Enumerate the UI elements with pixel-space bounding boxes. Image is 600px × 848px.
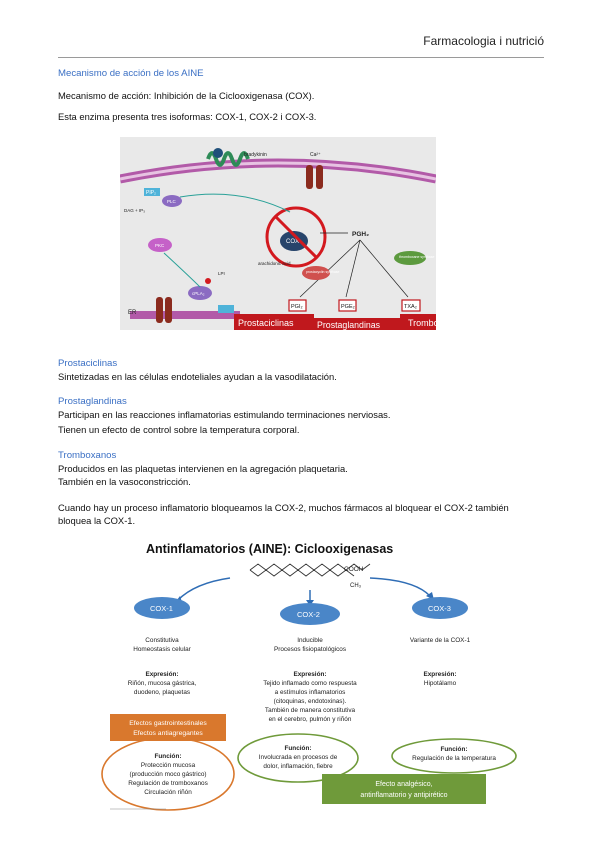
- section-heading: Mecanismo de acción de los AINE: [58, 68, 204, 79]
- cox2-expr-2: a estímulos inflamatorios: [275, 689, 346, 696]
- cpla2-label: cPLA₂: [192, 291, 205, 296]
- cox1-effects-2: Efectos antiagregantes: [133, 730, 203, 737]
- banner-tromboxanos: [400, 314, 436, 330]
- er-label: ER: [128, 310, 137, 316]
- cox1-label: COX-1: [150, 604, 173, 613]
- closing-line-2: bloquea la COX-1.: [58, 515, 136, 526]
- cox1-expr-1: Riñón, mucosa gástrica,: [128, 680, 197, 687]
- cox-inhibition-mark: [265, 206, 327, 268]
- tromboxanos-line-1: Producidos en las plaquetas intervienen …: [58, 463, 348, 474]
- ch3-label: CH₃: [350, 583, 362, 589]
- banner-prostaglandinas: [314, 318, 406, 330]
- pip2-label: PIP₂: [146, 190, 156, 196]
- cox2-effect-2: antinflamatorio y antipirético: [360, 792, 447, 799]
- cox-isoforms-diagram: Antinflamatorios (AINE): Ciclooxigenasas…: [101, 542, 517, 811]
- cox2-func-title: Función:: [285, 745, 312, 752]
- dag-label: DAG + IP₃: [124, 208, 145, 213]
- cox1-node: [134, 597, 190, 619]
- pkc-label: PKC: [155, 243, 165, 248]
- prostaciclinas-text: Sintetizadas en las células endoteliales…: [58, 371, 337, 382]
- banner-prostaciclinas: [234, 314, 314, 330]
- prostaglandinas-line-1: Participan en las reacciones inflamatori…: [58, 409, 391, 420]
- cox2-expr-title: Expresión:: [293, 671, 326, 678]
- cox1-effects-1: Efectos gastrointestinales: [129, 720, 207, 727]
- cox2-expr-4: También de manera constitutiva: [265, 707, 356, 714]
- cox1-expr-2: duodeno, plaquetas: [134, 689, 190, 696]
- cox1-effects-box: [110, 714, 226, 741]
- cox3-func-title: Función:: [441, 746, 468, 753]
- cox-mechanism-diagram: bradykinin Ca²⁺ PIP₂ PLC DAG + IP₃ PKC C…: [120, 137, 436, 330]
- tromboxanos-line-2: También en la vasoconstricción.: [58, 476, 191, 487]
- cox1-expr-title: Expresión:: [145, 671, 178, 678]
- cox1-type-1: Constitutiva: [145, 637, 179, 644]
- cox2-node: [280, 603, 340, 625]
- cox2-func-2: dolor, inflamación, fiebre: [263, 763, 333, 770]
- pge2-label: PGE₂: [341, 304, 355, 310]
- cox2-effect-box: [322, 774, 486, 804]
- cox-label: COX: [286, 239, 299, 245]
- cox2-type-1: Inducible: [297, 637, 323, 644]
- figure2-title: Antinflamatorios (AINE): Ciclooxigenasas: [146, 542, 393, 556]
- cooh-label: COOH: [344, 566, 364, 573]
- thromboxane-synthase-label: thromboxane synthase: [399, 255, 434, 259]
- cox1-func-title: Función:: [155, 753, 182, 760]
- closing-line-1: Cuando hay un proceso inflamatorio bloqu…: [58, 502, 509, 513]
- cox2-expr-3: (citoquinas, endotoxinas).: [274, 698, 347, 705]
- banner-tromboxanos-text: Tromboxanos: [408, 318, 436, 328]
- banner-prostaglandinas-text: Prostaglandinas: [317, 320, 381, 330]
- arachidonic-label: arachidonic acid: [258, 261, 291, 266]
- pgi2-label: PGI₂: [291, 304, 303, 310]
- prostacyclin-synthase-label: prostacyclin synthase: [306, 270, 340, 274]
- cox2-label: COX-2: [297, 610, 320, 619]
- cox3-label: COX-3: [428, 604, 451, 613]
- header-divider: [58, 57, 544, 58]
- cox1-type-2: Homeostasis celular: [133, 646, 191, 653]
- bradykinin-label: bradykinin: [244, 152, 267, 158]
- intro-line-1: Mecanismo de acción: Inhibición de la Ci…: [58, 90, 315, 101]
- lpi-label: LPI: [218, 271, 225, 276]
- txa2-label: TXA₂: [404, 304, 417, 310]
- cox3-expr-1: Hipotálamo: [424, 680, 457, 687]
- tromboxanos-heading: Tromboxanos: [58, 450, 117, 461]
- calcium-label: Ca²⁺: [310, 152, 321, 158]
- cox1-func-2: (producción moco gástrico): [129, 771, 206, 778]
- prostaciclinas-heading: Prostaciclinas: [58, 358, 118, 369]
- cox2-expr-5: en el cerebro, pulmón y riñón: [269, 716, 352, 723]
- cox1-func-3: Regulación de tromboxanos: [128, 780, 208, 787]
- cox1-function-outline: [101, 737, 235, 811]
- pgh2-label: PGH₂: [352, 231, 369, 238]
- cox1-func-1: Protección mucosa: [141, 762, 196, 769]
- cox2-type-2: Procesos fisiopatológicos: [274, 646, 346, 653]
- bradykinin-receptor: [206, 148, 250, 167]
- cox2-effect-1: Efecto analgésico,: [375, 781, 432, 788]
- cox3-function-outline: [391, 738, 517, 774]
- arachidonic-molecule: [249, 563, 371, 571]
- cox3-expr-title: Expresión:: [423, 671, 456, 678]
- prostaglandinas-line-2: Tienen un efecto de control sobre la tem…: [58, 424, 300, 435]
- cox1-func-4: Circulación riñón: [144, 789, 192, 796]
- prostaglandinas-heading: Prostaglandinas: [58, 396, 127, 407]
- cox2-func-1: Involucrada en procesos de: [259, 754, 338, 761]
- cox3-func-1: Regulación de la temperatura: [412, 755, 496, 762]
- plc-label: PLC: [167, 199, 177, 204]
- banner-prostaciclinas-text: Prostaciclinas: [238, 318, 294, 328]
- cox3-node: [412, 597, 468, 619]
- calcium-channel: [306, 165, 313, 189]
- cox2-expr-1: Tejido inflamado como respuesta: [263, 680, 357, 687]
- cox2-function-outline: [237, 733, 359, 783]
- cox3-type-1: Variante de la COX-1: [410, 637, 471, 644]
- intro-line-2: Esta enzima presenta tres isoformas: COX…: [58, 111, 317, 122]
- page-header-title: Farmacologia i nutrició: [423, 34, 544, 48]
